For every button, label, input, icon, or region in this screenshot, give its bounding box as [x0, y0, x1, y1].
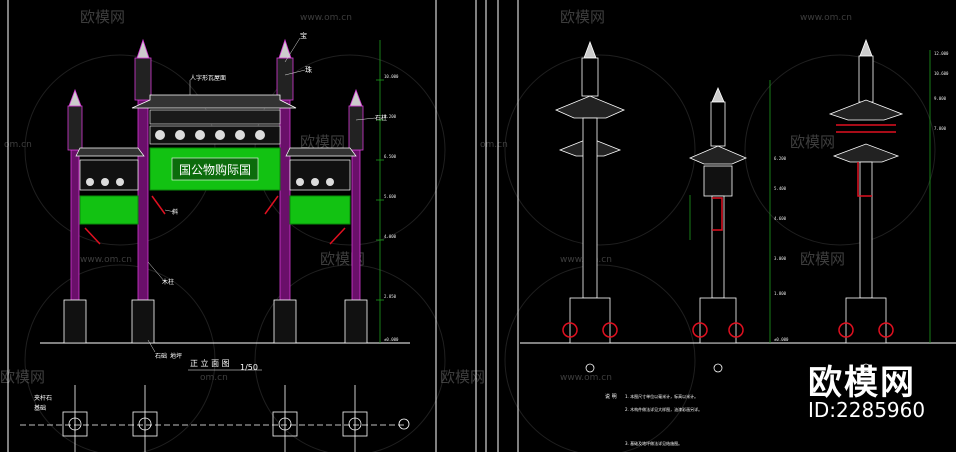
callout-plinth-a: 夹杆石 [34, 394, 52, 402]
svg-text:3.000: 3.000 [774, 256, 787, 261]
watermark-url: www.om.cn [800, 13, 852, 23]
svg-text:10.000: 10.000 [384, 74, 399, 79]
svg-text:7.800: 7.800 [934, 126, 947, 131]
svg-text:6.200: 6.200 [774, 156, 787, 161]
corner-brand-name: 欧模网 [808, 363, 916, 403]
callout-finial: 珠 [305, 65, 312, 74]
watermark-brand: 欧模网 [800, 250, 845, 268]
callout-plinth-b: 基础 [34, 404, 46, 412]
red-brackets [84, 195, 346, 245]
pillar-3 [828, 38, 904, 344]
watermark-brand: 欧模网 [300, 133, 345, 151]
watermark-brand: 欧模网 [80, 8, 125, 26]
svg-text:5.600: 5.600 [384, 194, 397, 199]
watermark-brand: 欧模网 [440, 368, 485, 386]
svg-text:3. 基础及地坪做法详见结施图。: 3. 基础及地坪做法详见结施图。 [625, 440, 682, 446]
watermark-brand: 欧模网 [790, 133, 835, 151]
central-roof [131, 94, 297, 145]
svg-text:2.850: 2.850 [384, 294, 397, 299]
column-plan-row [20, 385, 410, 452]
paifang-elevation: 国公物购际国 [20, 31, 410, 452]
column-finials [67, 38, 364, 151]
watermark-url: www.om.cn [560, 373, 612, 383]
pillar-1-red [562, 322, 618, 338]
right-elevation-labels: ±0.000 1.800 3.000 4.600 5.400 6.200 7.8… [774, 51, 949, 342]
sheet-frames [7, 0, 519, 452]
callout-pearl: 宝 [300, 31, 307, 40]
svg-text:4.000: 4.000 [384, 234, 397, 239]
corner-brand-id: ID:2285960 [808, 398, 926, 422]
left-dimension-line [376, 40, 384, 343]
axis-bubbles [585, 363, 871, 373]
svg-text:12.000: 12.000 [934, 51, 949, 56]
drawing-scale: 1/50 [240, 363, 258, 372]
svg-text:10.600: 10.600 [934, 71, 949, 76]
svg-text:6.500: 6.500 [384, 154, 397, 159]
svg-text:±0.000: ±0.000 [384, 337, 399, 342]
callout-stone-pillar: 石柱 [375, 114, 387, 122]
svg-text:2. 木构件做法详见大样图，油漆彩画另详。: 2. 木构件做法详见大样图，油漆彩画另详。 [625, 406, 702, 412]
plaque [171, 157, 259, 181]
svg-text:1.800: 1.800 [774, 291, 787, 296]
left-elevation-labels: ±0.000 2.850 4.000 5.600 6.500 8.200 10.… [384, 74, 399, 342]
callout-ground: 地坪 [170, 352, 182, 360]
watermark-domain: om.cn [200, 373, 228, 383]
pillar-2-red [692, 197, 744, 338]
pillar-1 [554, 40, 626, 344]
svg-text:±0.000: ±0.000 [774, 337, 789, 342]
right-dimension-lines [689, 50, 931, 343]
svg-text:9.000: 9.000 [934, 96, 947, 101]
callout-bracket: 斜 [172, 208, 178, 216]
side-panel-right [289, 195, 351, 225]
svg-text:8.200: 8.200 [384, 114, 397, 119]
watermark-url: www.om.cn [80, 255, 132, 265]
watermark-domain: om.cn [4, 140, 32, 150]
watermark-brand: 欧模网 [560, 8, 605, 26]
svg-text:说 明: 说 明 [605, 393, 617, 400]
notes-block: 说 明 1. 本图尺寸单位以毫米计，标高以米计。 2. 木构件做法详见大样图，油… [605, 393, 702, 446]
svg-text:1. 本图尺寸单位以毫米计，标高以米计。: 1. 本图尺寸单位以毫米计，标高以米计。 [625, 393, 698, 399]
watermark-brand: 欧模网 [0, 368, 45, 386]
pillar-3-red [836, 124, 896, 338]
column-bases [63, 299, 368, 344]
side-panel-left [79, 195, 139, 225]
plaque-text: 国公物购际国 [179, 162, 251, 177]
callout-column: 木柱 [162, 278, 174, 286]
callout-base: 石础 [155, 352, 167, 360]
svg-text:4.600: 4.600 [774, 216, 787, 221]
callout-top-roof: 人字形瓦屋面 [190, 74, 226, 82]
drawing-title: 正 立 面 图 [190, 358, 230, 368]
pillar-2 [688, 86, 748, 344]
watermark-domain: om.cn [480, 140, 508, 150]
svg-text:5.400: 5.400 [774, 186, 787, 191]
watermark-url: www.om.cn [300, 13, 352, 23]
pillar-elevations: ±0.000 1.800 3.000 4.600 5.400 6.200 7.8… [520, 38, 956, 446]
